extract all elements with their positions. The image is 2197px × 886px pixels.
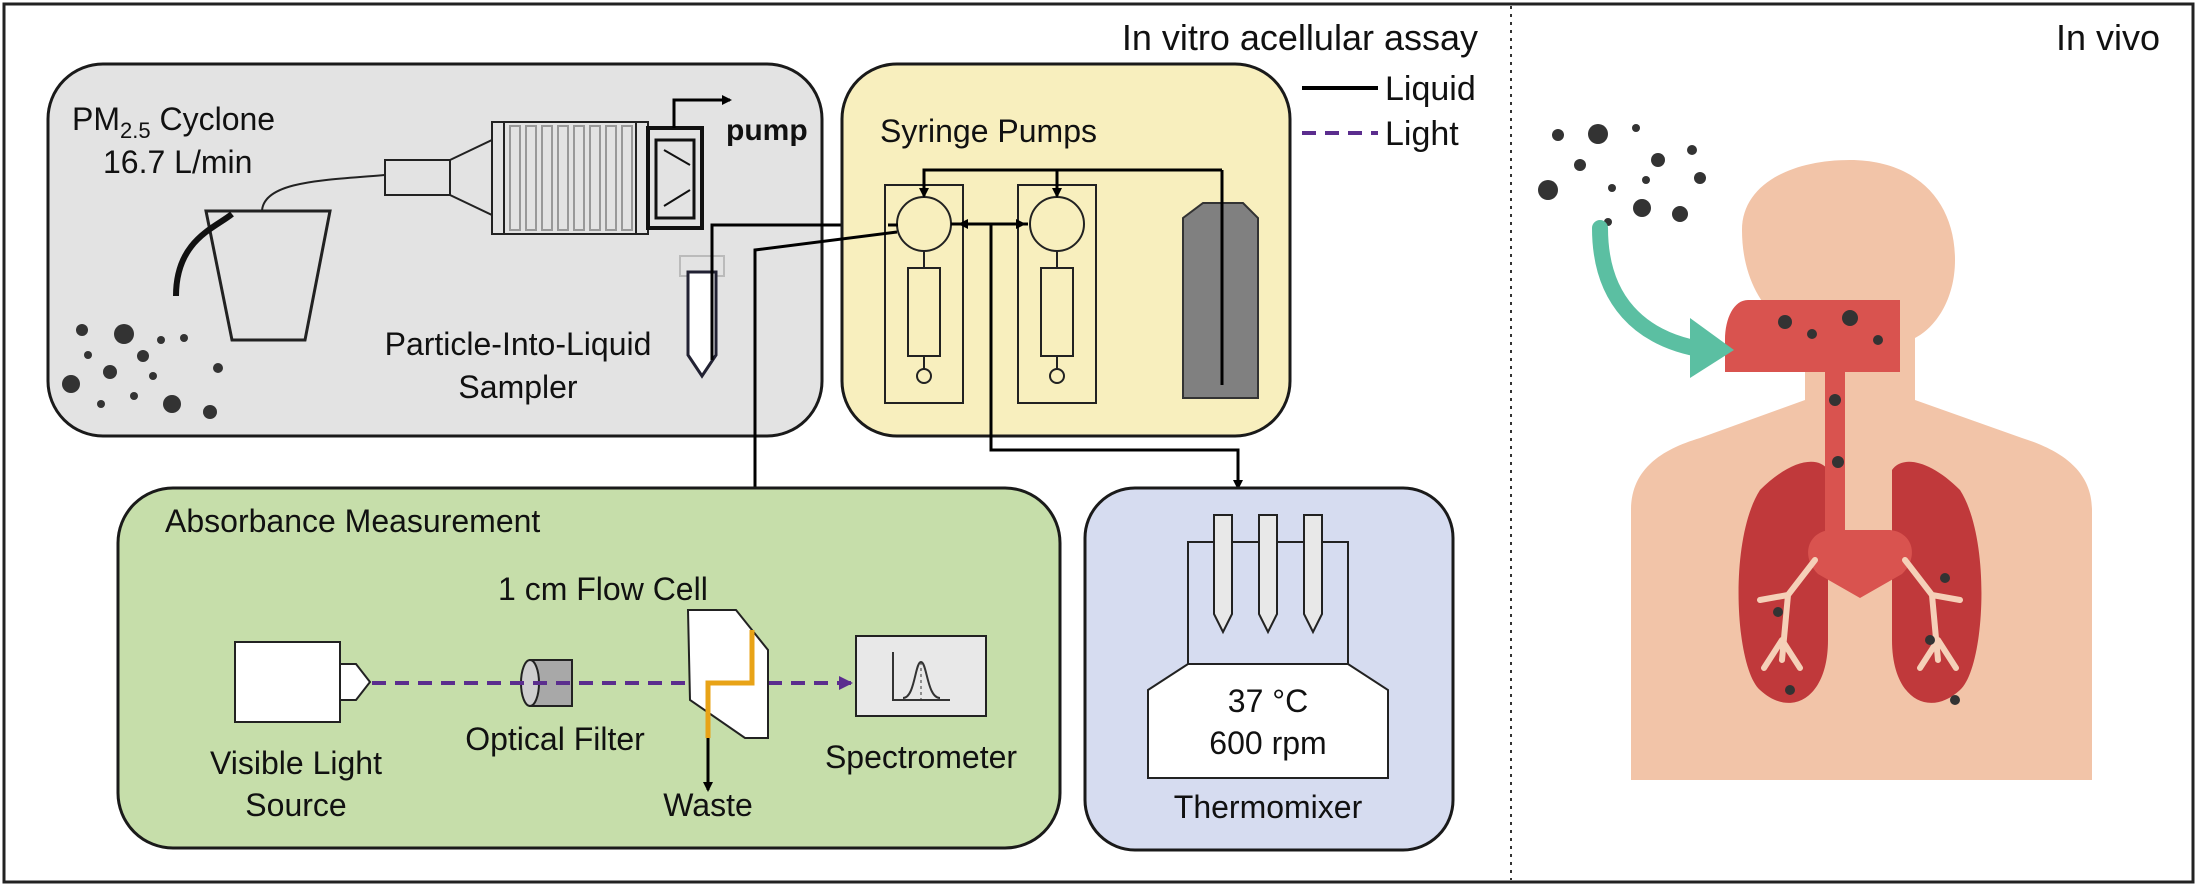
- absorbance-panel-box: [116, 486, 1062, 850]
- cyclone-panel: PM2.5 Cyclone 16.7 L/min: [46, 62, 888, 438]
- inhaled-particles-icon: [1773, 310, 1960, 705]
- light-source-icon: [234, 641, 372, 723]
- cyclone-flow-rate: 16.7 L/min: [103, 144, 252, 180]
- body-silhouette: [1631, 160, 2092, 780]
- syringe-panel: Syringe Pumps: [750, 62, 1292, 632]
- cyclone-cup-icon: [204, 209, 332, 342]
- spectrometer-label: Spectrometer: [825, 739, 1017, 775]
- legend-light-label: Light: [1385, 115, 1459, 153]
- bronchi: [1757, 557, 1963, 671]
- light-source-label-line2: Source: [245, 787, 346, 823]
- sample-vial-icon: [679, 223, 888, 379]
- legend: Liquid Light: [1302, 70, 1476, 153]
- invivo-title: In vivo: [2056, 17, 2160, 58]
- inhalation-arrowhead: [1690, 318, 1734, 378]
- pump-label: pump: [726, 114, 808, 147]
- legend-liquid-label: Liquid: [1385, 70, 1476, 108]
- thermomixer-panel: 37 °C 600 rpm Thermomixer: [1083, 486, 1455, 852]
- airway: [1725, 300, 1900, 540]
- ambient-particles-icon: [62, 324, 223, 419]
- absorbance-panel: Absorbance Measurement 1 cm Flow Cell Vi…: [116, 486, 1062, 850]
- invitro-title: In vitro acellular assay: [1122, 17, 1478, 58]
- syringe-pump-2-icon: [1017, 184, 1097, 404]
- cyclone-title: PM2.5 Cyclone: [72, 101, 275, 143]
- waste-label: Waste: [663, 787, 753, 823]
- pils-condenser-icon: [384, 95, 732, 235]
- flow-cell-label: 1 cm Flow Cell: [498, 571, 708, 607]
- thermomixer-label: Thermomixer: [1174, 789, 1363, 825]
- syringe-tubing: [750, 168, 1243, 632]
- cyclone-outlet-tube-icon: [261, 174, 386, 213]
- inhalation-arrow-icon: [1592, 220, 1713, 358]
- absorbance-title: Absorbance Measurement: [165, 503, 540, 539]
- syringe-panel-title: Syringe Pumps: [880, 113, 1097, 149]
- flow-cell-icon: [686, 609, 769, 739]
- cyclone-inlet-tube-icon: [173, 211, 234, 297]
- left-lung: [1738, 461, 1828, 703]
- spectrometer-icon: [855, 635, 987, 717]
- heart: [1808, 530, 1912, 598]
- syringe-pump-1-icon: [884, 184, 964, 404]
- light-source-label-line1: Visible Light: [210, 745, 382, 781]
- thermomixer-speed: 600 rpm: [1209, 725, 1326, 761]
- human-body-icon: [1538, 124, 2092, 780]
- pils-label-line2: Sampler: [458, 369, 578, 405]
- pils-label-line1: Particle-Into-Liquid: [385, 326, 652, 362]
- thermomixer-device-icon: [1147, 514, 1389, 779]
- airborne-particles-icon: [1538, 124, 1706, 226]
- thermomixer-temperature: 37 °C: [1228, 683, 1308, 719]
- optical-filter-label: Optical Filter: [465, 721, 645, 757]
- right-lung: [1892, 461, 1982, 703]
